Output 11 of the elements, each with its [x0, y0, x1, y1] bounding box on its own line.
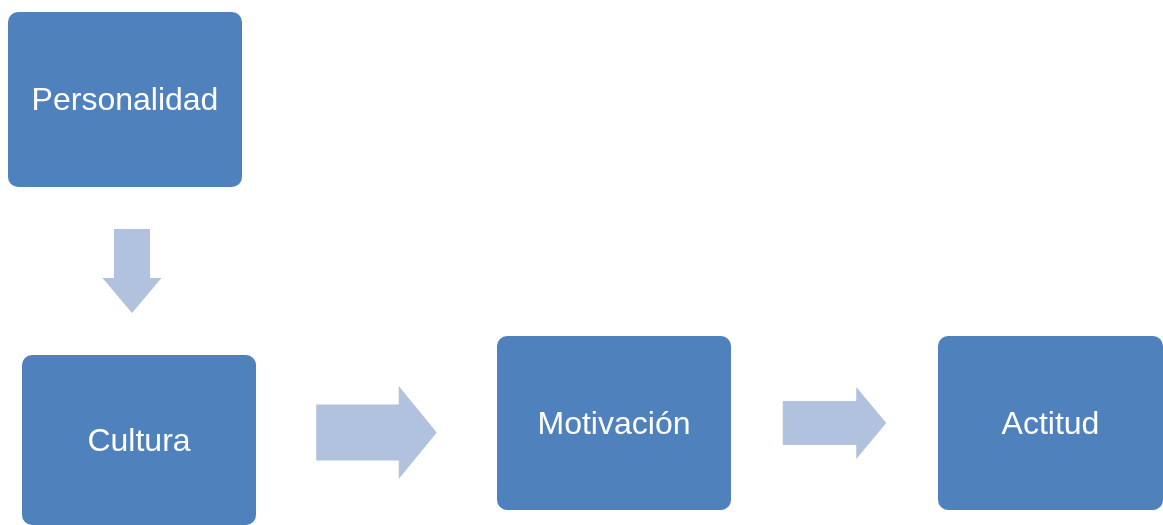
- block-arrow: [782, 387, 887, 459]
- box-label: Motivación: [537, 404, 691, 442]
- block-arrow: [102, 229, 162, 313]
- process-box: [8, 12, 242, 187]
- block-arrow: [316, 386, 437, 479]
- process-box: [22, 355, 256, 525]
- process-box: [938, 336, 1163, 510]
- box-label: Cultura: [87, 421, 191, 459]
- process-box: [497, 336, 731, 510]
- box-label: Actitud: [1001, 404, 1100, 442]
- box-label: Personalidad: [31, 81, 219, 118]
